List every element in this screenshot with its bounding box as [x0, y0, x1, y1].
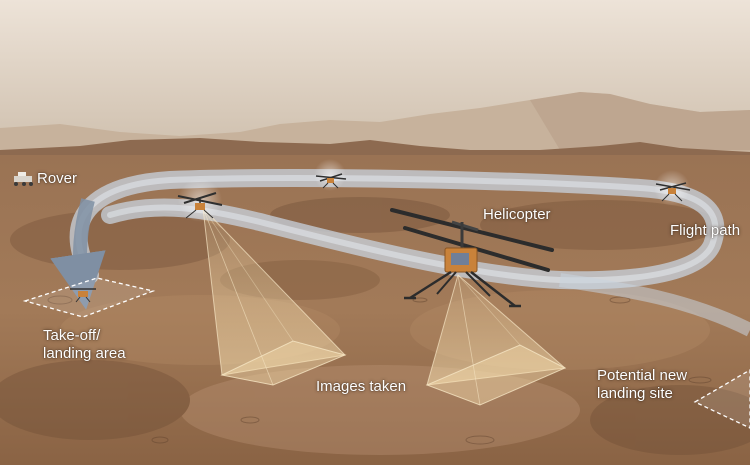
- potential-label-line-2: landing site: [597, 385, 673, 402]
- potential-landing-site-label: Potential new landing site: [597, 367, 687, 403]
- camera-cone: [426, 274, 567, 386]
- helicopter-icon: [315, 173, 347, 189]
- potential-label-line-1: Potential new: [597, 367, 688, 384]
- flight-path: [69, 168, 750, 337]
- images-taken-label: Images taken: [316, 378, 407, 395]
- camera-cone-footprint: [425, 344, 567, 406]
- mountain-shadow: [530, 92, 750, 150]
- rover-icon: [14, 172, 33, 186]
- helicopter-icon: [177, 192, 223, 219]
- main-helicopter-icon: [390, 208, 554, 308]
- helicopter-icon: [655, 182, 691, 202]
- takeoff-label-line-1: Take-off/: [43, 327, 101, 344]
- takeoff-landing-area-label: Take-off/ landing area: [43, 327, 126, 363]
- landed-helicopter-icon: [70, 288, 96, 303]
- landing-area-marker: [22, 277, 156, 318]
- camera-cone-footprint: [220, 340, 347, 386]
- flight-path-label: Flight path: [670, 222, 741, 239]
- helicopter-label: Helicopter: [483, 206, 551, 223]
- landing-arrow: [50, 198, 106, 310]
- takeoff-label-line-2: landing area: [43, 345, 126, 362]
- camera-cone: [202, 206, 347, 376]
- new-landing-site-marker: [693, 369, 750, 429]
- rover-label: Rover: [37, 170, 78, 187]
